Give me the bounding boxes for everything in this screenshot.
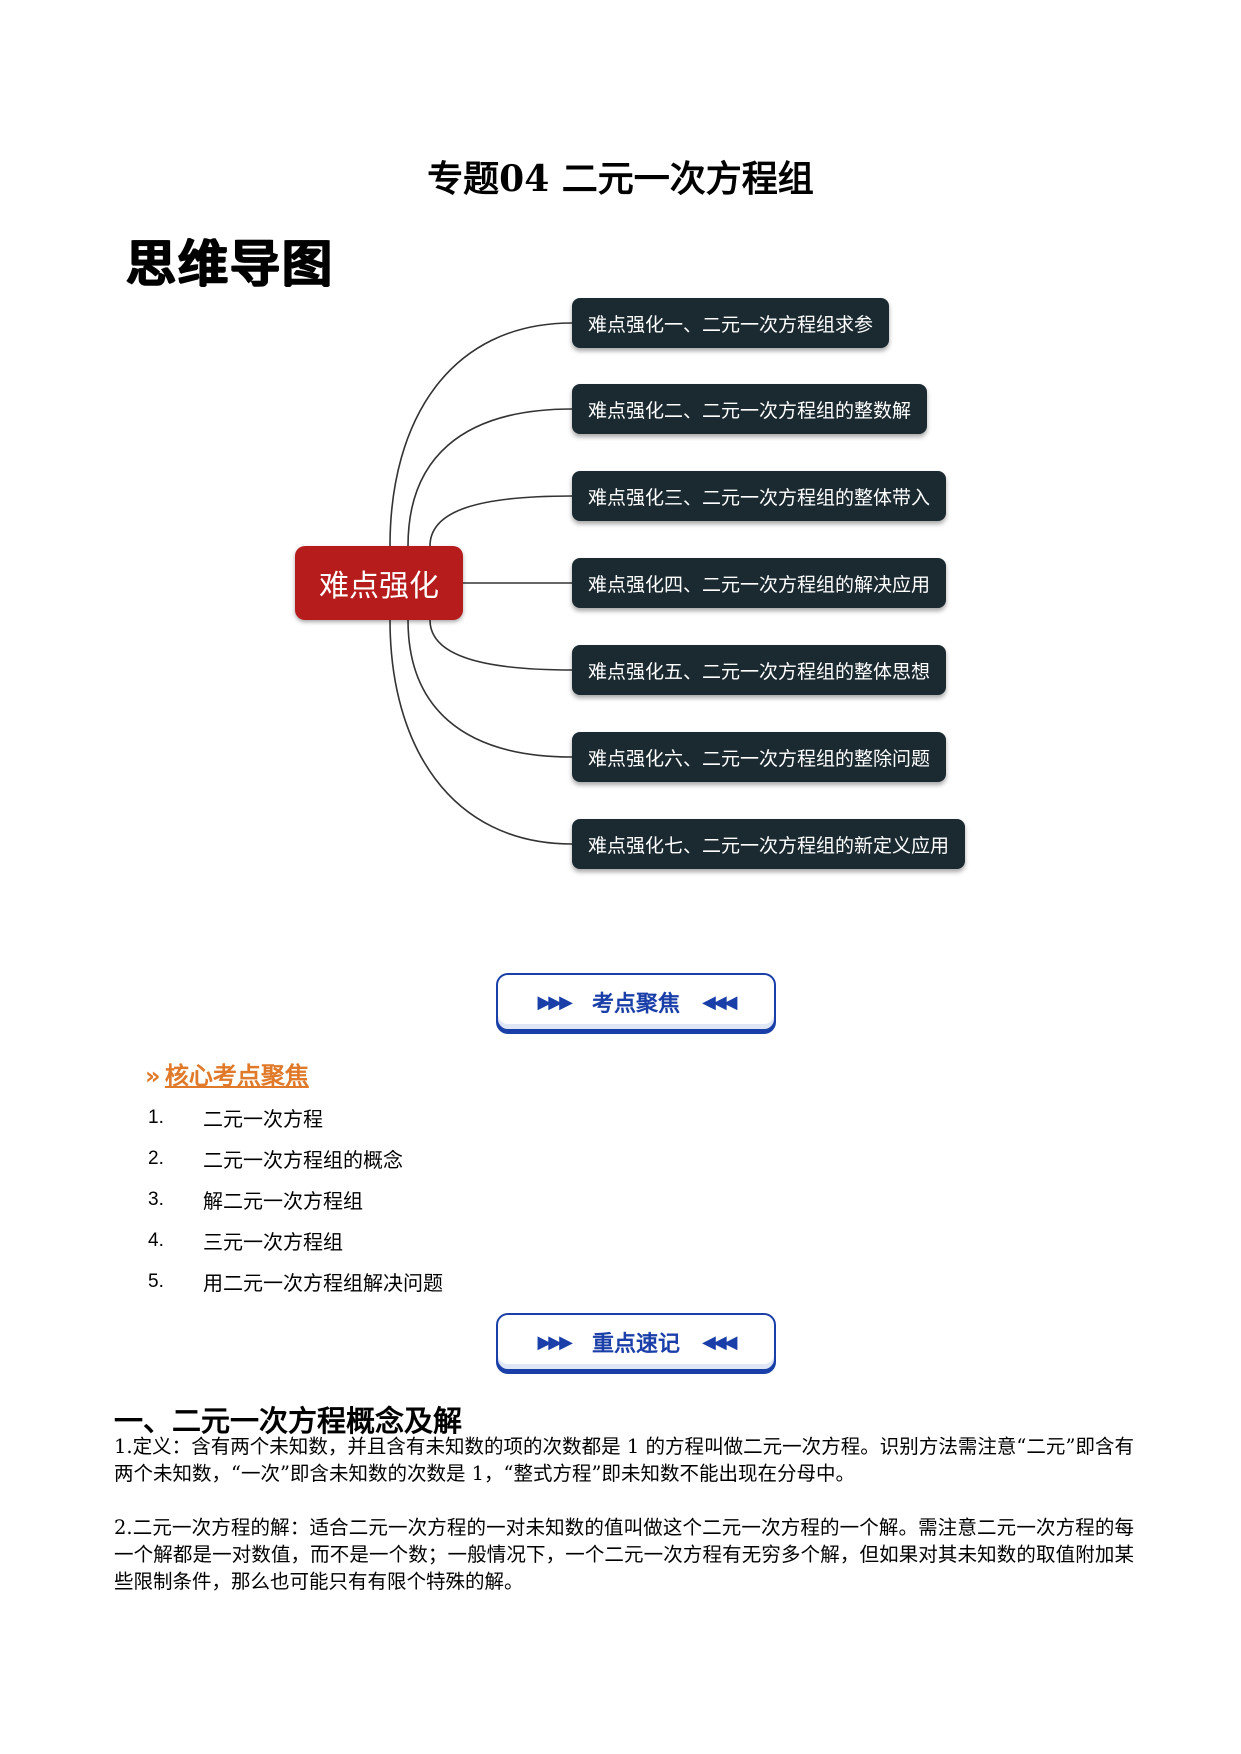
connector-6 [407,619,573,758]
mindmap-node-6: 难点强化六、二元一次方程组的整除问题 [572,732,947,782]
paragraph-solution: 2.二元一次方程的解：适合二元一次方程的一对未知数的值叫做这个二元一次方程的一个… [114,1516,1134,1593]
connector-2 [407,408,573,547]
mindmap-node-1: 难点强化一、二元一次方程组求参 [572,298,890,348]
triple-right-arrow-icon: ▶▶▶ [537,991,572,1013]
mindmap-node-7: 难点强化七、二元一次方程组的新定义应用 [572,819,966,869]
paragraph-definition: 1.定义：含有两个未知数，并且含有未知数的项的次数都是 1 的方程叫做二元一次方… [114,1435,1134,1485]
triple-right-arrow-icon: ▶▶▶ [537,1331,572,1353]
banner-label: 考点聚焦 [591,992,680,1017]
core-heading-text: 核心考点聚焦 [164,1062,309,1090]
list-item: 2.二元一次方程组的概念 [148,1147,403,1173]
list-item: 1.二元一次方程 [148,1106,323,1132]
mindmap-node-4: 难点强化四、二元一次方程组的解决应用 [572,558,947,608]
banner-label: 重点速记 [591,1332,680,1357]
zhongdian-banner: ▶▶▶ 重点速记 ◀◀◀ [496,1313,776,1371]
connector-7 [389,619,573,845]
connector-5 [429,619,573,671]
mindmap-node-3: 难点强化三、二元一次方程组的整体带入 [572,471,947,521]
connector-1 [389,322,573,547]
mindmap-root-node: 难点强化 [295,546,463,620]
kaodian-banner: ▶▶▶ 考点聚焦 ◀◀◀ [496,973,776,1031]
list-item: 4.三元一次方程组 [148,1229,343,1255]
core-heading: » 核心考点聚焦 [145,1056,309,1091]
mindmap-heading: 思维导图 [126,235,334,293]
connector-3 [429,495,573,547]
mindmap-node-2: 难点强化二、二元一次方程组的整数解 [572,384,928,434]
core-list: 1.二元一次方程 2.二元一次方程组的概念 3.解二元一次方程组 4.三元一次方… [148,1097,443,1302]
double-chevron-icon: » [145,1062,160,1090]
page-title: 专题04 二元一次方程组 [427,158,814,200]
list-item: 3.解二元一次方程组 [148,1188,363,1214]
triple-left-arrow-icon: ◀◀◀ [702,991,737,1013]
list-item: 5.用二元一次方程组解决问题 [148,1270,443,1296]
section-heading: 一、二元一次方程概念及解 [114,1404,463,1438]
triple-left-arrow-icon: ◀◀◀ [702,1331,737,1353]
mindmap-connectors [389,322,573,845]
mindmap-node-5: 难点强化五、二元一次方程组的整体思想 [572,645,947,695]
